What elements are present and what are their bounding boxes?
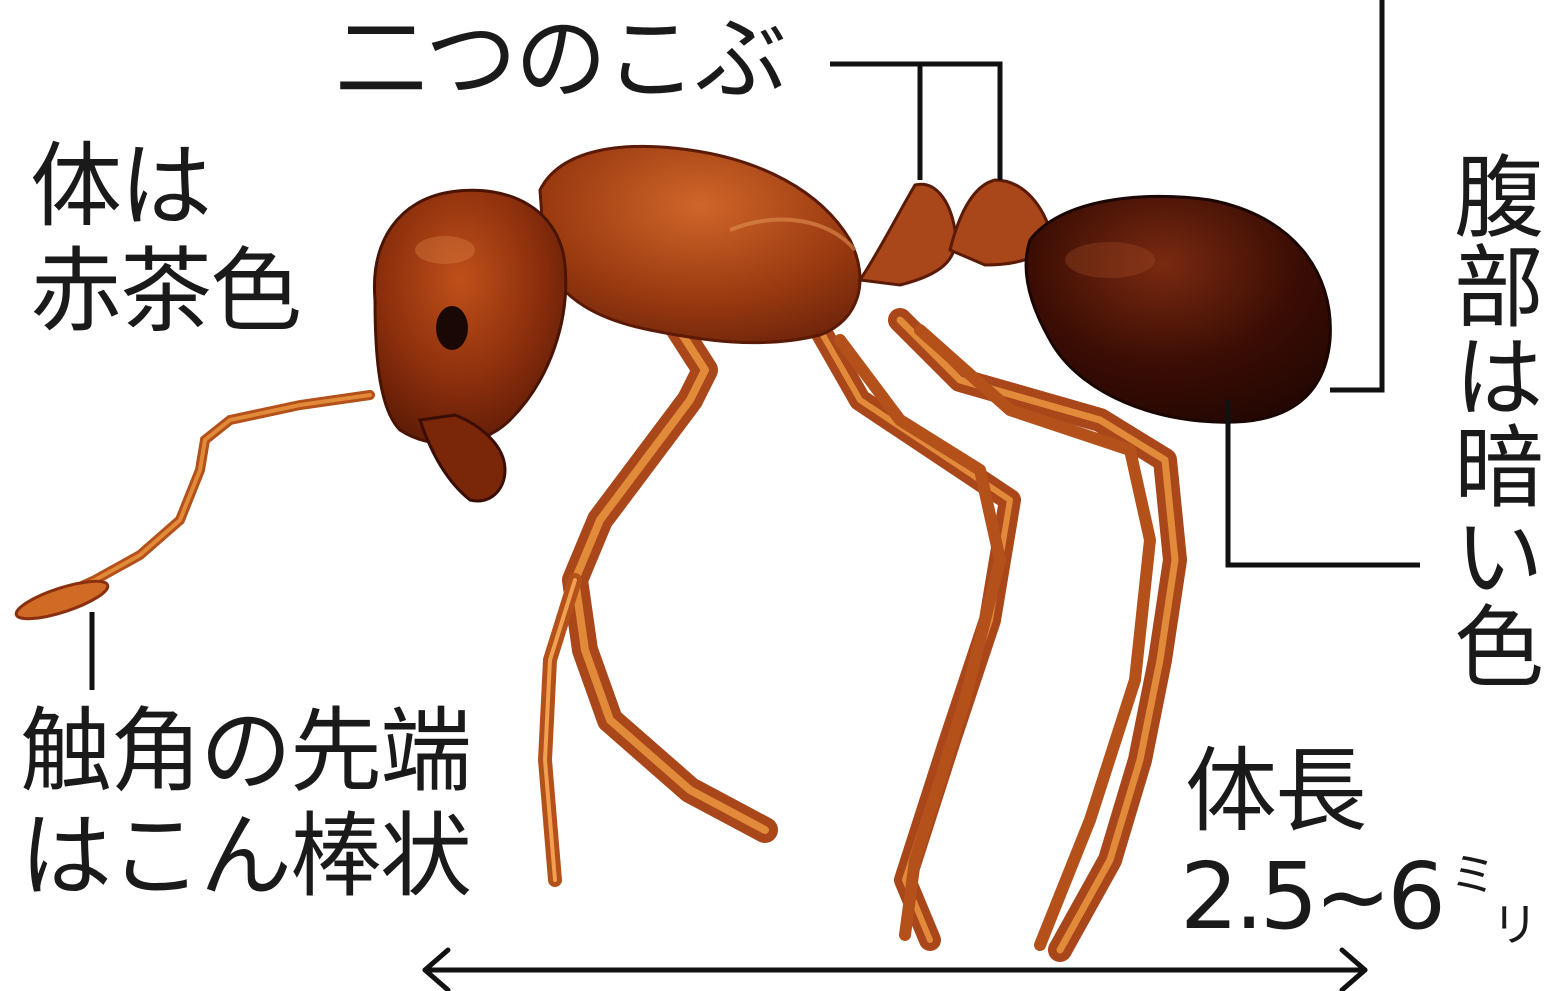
body-length-unit-top: ミ	[1450, 852, 1496, 898]
ant-head	[374, 190, 565, 444]
body-length-double-arrow	[425, 950, 1365, 990]
body-length-unit-bottom: リ	[1492, 902, 1538, 948]
ant-eye	[436, 306, 468, 350]
ant-petiole-node-1	[860, 184, 956, 285]
two-nodes-label: 二つのこぶ	[335, 8, 785, 112]
body-color-label-line1: 体は	[30, 135, 210, 239]
ant-thorax	[540, 146, 860, 342]
ant-legs	[545, 300, 1175, 950]
antenna-tip-label-line1: 触角の先端	[20, 700, 470, 804]
antenna-tip-label-line2: はこん棒状	[20, 805, 470, 909]
ant-gaster	[1026, 196, 1330, 422]
body-length-title: 体長	[1185, 740, 1365, 844]
body-color-label-line2: 赤茶色	[30, 240, 300, 344]
ant-antenna	[13, 395, 370, 626]
abdomen-color-label: 腹部は暗い色	[1445, 150, 1535, 690]
body-length-value: 2.5~6	[1180, 845, 1442, 949]
